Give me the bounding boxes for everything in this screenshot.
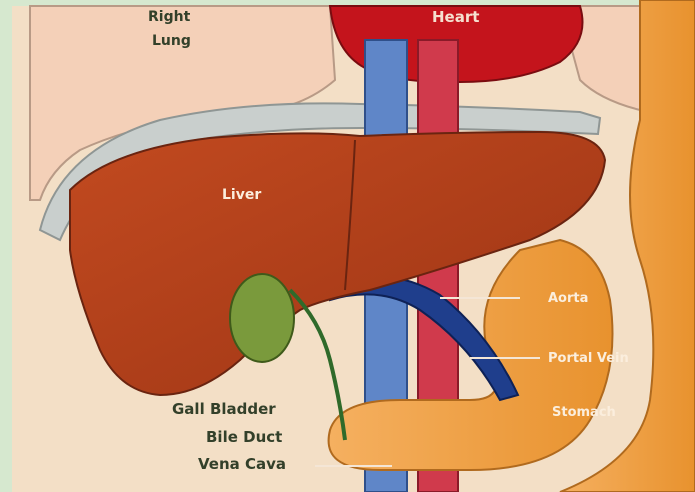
gall-bladder bbox=[230, 274, 294, 362]
gall-bladder-label: Gall Bladder bbox=[172, 402, 276, 417]
aorta-label: Aorta bbox=[548, 292, 588, 305]
right-lung-label-line-1: Right bbox=[148, 10, 190, 24]
heart-label: Heart bbox=[432, 10, 479, 25]
vena-cava-label: Vena Cava bbox=[198, 457, 286, 472]
bile-duct-label: Bile Duct bbox=[206, 430, 282, 445]
stomach-label: Stomach bbox=[552, 406, 616, 419]
right-lung-label-line-2: Lung bbox=[152, 34, 191, 48]
liver-label: Liver bbox=[222, 188, 261, 202]
portal-vein-label: Portal Vein bbox=[548, 352, 629, 365]
